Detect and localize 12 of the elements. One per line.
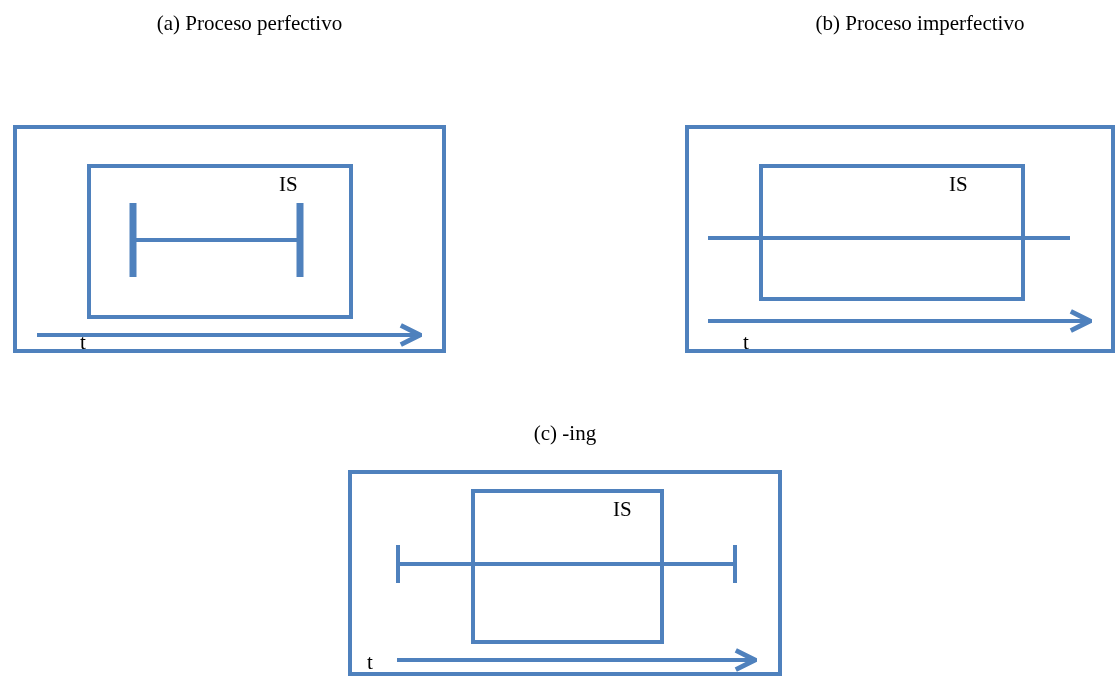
time-label: t [367, 652, 373, 673]
panel-title: (a) Proceso perfectivo [156, 10, 343, 37]
inner-box [87, 164, 353, 319]
interval-label: IS [613, 499, 632, 520]
panel-title: (c) -ing [533, 420, 597, 447]
time-label: t [743, 332, 749, 353]
panel-title: (b) Proceso imperfectivo [815, 10, 1025, 37]
interval-label: IS [279, 174, 298, 195]
inner-box [471, 489, 664, 644]
inner-box [759, 164, 1025, 301]
time-label: t [80, 332, 86, 353]
interval-label: IS [949, 174, 968, 195]
